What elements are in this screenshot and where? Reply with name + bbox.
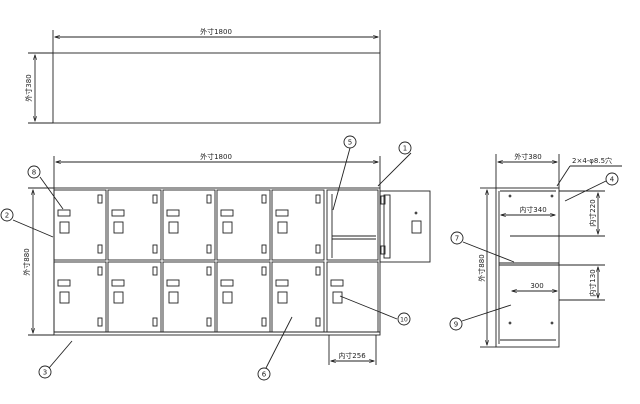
top-view-outline: [52, 52, 381, 124]
hinge-icon: [261, 317, 267, 327]
hinge-icon: [97, 266, 103, 276]
hole-spec-label: 2×4-φ8.5穴: [572, 156, 612, 165]
hinge-icon: [206, 194, 212, 204]
hinge-icon: [315, 194, 321, 204]
door-handle-icon: [59, 291, 70, 304]
door-handle-icon: [113, 221, 124, 234]
callout-circle-1: [398, 141, 412, 155]
hinge-icon: [206, 266, 212, 276]
callout-number-4: 4: [610, 176, 615, 184]
door-handle-icon: [168, 221, 179, 234]
inner-height-top-label: 内寸220: [588, 199, 597, 226]
nameplate-icon: [220, 209, 234, 217]
top-width-label: 外寸1800: [200, 27, 232, 36]
nameplate-icon: [57, 279, 71, 287]
door-handle-icon: [411, 220, 422, 234]
top-view: [28, 30, 381, 124]
door-handle-icon: [113, 291, 124, 304]
callout-circle-4: [605, 172, 619, 186]
callout-circle-6: [257, 367, 271, 381]
hinge-icon: [152, 266, 158, 276]
locker-door: [53, 189, 107, 261]
open-compartment: [326, 189, 379, 261]
locker-door: [216, 261, 271, 333]
door-handle-icon: [168, 291, 179, 304]
callout-circle-3: [38, 365, 52, 379]
callout-number-7: 7: [455, 235, 459, 243]
door-handle-icon: [222, 221, 233, 234]
hinge-icon: [206, 317, 212, 327]
hinge-icon: [152, 317, 158, 327]
callout-number-8: 8: [32, 169, 36, 177]
hinge-icon: [152, 244, 158, 254]
callout-circle-9: [449, 317, 463, 331]
side-view-outline: [495, 187, 560, 348]
inner-depth-label: 内寸340: [519, 205, 546, 214]
callout-circle-8: [27, 165, 41, 179]
hinge-icon: [261, 266, 267, 276]
hinge-icon: [315, 244, 321, 254]
locker-door: [216, 189, 271, 261]
callout-number-2: 2: [5, 212, 9, 220]
locker-door: [271, 189, 325, 261]
hinge-icon: [206, 244, 212, 254]
front-view: [28, 156, 431, 365]
inner-width-label: 内寸256: [338, 351, 366, 360]
hinge-icon: [97, 244, 103, 254]
callout-circle-2: [0, 208, 14, 222]
nameplate-icon: [166, 279, 180, 287]
hinge-icon: [380, 245, 386, 255]
nameplate-icon: [57, 209, 71, 217]
hinge-icon: [152, 194, 158, 204]
nameplate-icon: [166, 209, 180, 217]
inner-height-bottom-label: 内寸130: [588, 269, 597, 296]
locker-door: [326, 261, 379, 333]
callout-circle-5: [343, 135, 357, 149]
callout-number-6: 6: [262, 371, 267, 379]
nameplate-icon: [220, 279, 234, 287]
locker-door: [162, 261, 216, 333]
nameplate-icon: [275, 209, 289, 217]
hinge-icon: [261, 194, 267, 204]
locker-door: [271, 261, 325, 333]
locker-door: [107, 189, 162, 261]
hinge-icon: [97, 194, 103, 204]
door-handle-icon: [277, 221, 288, 234]
locker-door: [107, 261, 162, 333]
hinge-icon: [315, 266, 321, 276]
hinge-icon: [97, 317, 103, 327]
side-depth-label: 外寸380: [514, 152, 541, 161]
hinge-icon: [261, 244, 267, 254]
locker-door: [53, 261, 107, 333]
door-handle-icon: [332, 291, 343, 304]
top-depth-label: 外寸380: [24, 74, 33, 101]
nameplate-icon: [330, 279, 344, 287]
hinge-icon: [315, 317, 321, 327]
callout-number-10: 10: [400, 317, 408, 324]
callout-number-9: 9: [454, 321, 458, 329]
nameplate-icon: [111, 279, 125, 287]
side-view: [480, 154, 622, 348]
locker-door: [162, 189, 216, 261]
front-width-label: 外寸1800: [200, 152, 232, 161]
door-handle-icon: [277, 291, 288, 304]
callout-number-1: 1: [403, 145, 407, 153]
hole-leader-line: [556, 165, 571, 187]
nameplate-icon: [275, 279, 289, 287]
callouts: [0, 135, 619, 381]
callout-number-3: 3: [43, 369, 47, 377]
nameplate-icon: [111, 209, 125, 217]
shelf-label: 300: [530, 282, 543, 290]
side-height-label: 外寸880: [477, 254, 486, 281]
callout-number-5: 5: [348, 139, 352, 147]
opened-door: [379, 190, 431, 263]
callout-circle-10: [397, 312, 411, 326]
callout-circle-7: [450, 231, 464, 245]
door-handle-icon: [59, 221, 70, 234]
front-height-label: 外寸880: [22, 248, 31, 275]
door-handle-icon: [222, 291, 233, 304]
hinge-icon: [380, 195, 386, 205]
